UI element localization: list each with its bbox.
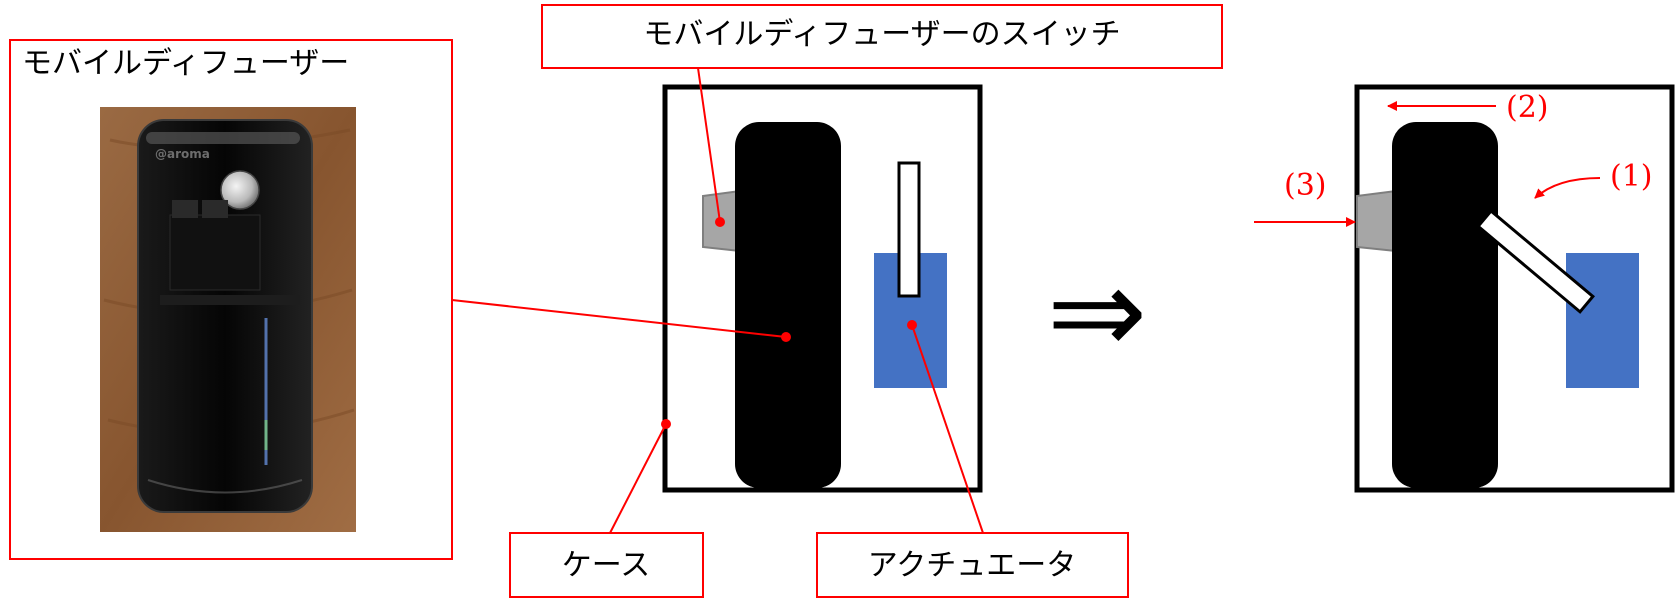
switch-callout-box <box>541 4 1223 69</box>
diffuser-knob <box>220 170 260 210</box>
diffuser-callout-box <box>9 39 453 560</box>
actuator-label: アクチュエータ <box>868 548 1077 583</box>
diffuser-leader-dot <box>781 332 791 342</box>
diffuser-label: モバイルディフューザー <box>22 46 349 81</box>
implies-arrow: ⇒ <box>1047 243 1148 382</box>
switch-label: モバイルディフューザーのスイッチ <box>643 17 1120 52</box>
case-leader-line <box>609 423 667 534</box>
diffuser-leader-line <box>451 299 787 338</box>
diffuser-shape-middle <box>735 122 841 488</box>
actuator-callout-box <box>816 532 1129 598</box>
step1-label: (1) <box>1610 159 1653 194</box>
actuator-arm-after <box>1476 208 1595 314</box>
step1-arrow <box>1534 177 1601 199</box>
case-outline <box>662 84 983 493</box>
switch-shape-after <box>1356 189 1397 253</box>
case-callout-box <box>509 532 704 598</box>
switch-leader-dot <box>715 217 725 227</box>
step2-label: (2) <box>1506 90 1549 125</box>
case-label: ケース <box>562 548 651 583</box>
diffuser-photo: @aroma <box>100 107 356 532</box>
switch-leader-line <box>697 67 721 223</box>
diffuser-brand-text: @aroma <box>155 147 210 161</box>
step3-label: (3) <box>1284 168 1327 203</box>
case-leader-dot <box>661 419 671 429</box>
diffuser-shape-after <box>1392 122 1498 488</box>
actuator-arm-middle <box>897 161 921 298</box>
actuator-shape-after <box>1566 253 1639 388</box>
actuator-leader-dot <box>907 320 917 330</box>
actuator-leader-line <box>911 324 984 534</box>
case-outline-after <box>1354 84 1675 493</box>
